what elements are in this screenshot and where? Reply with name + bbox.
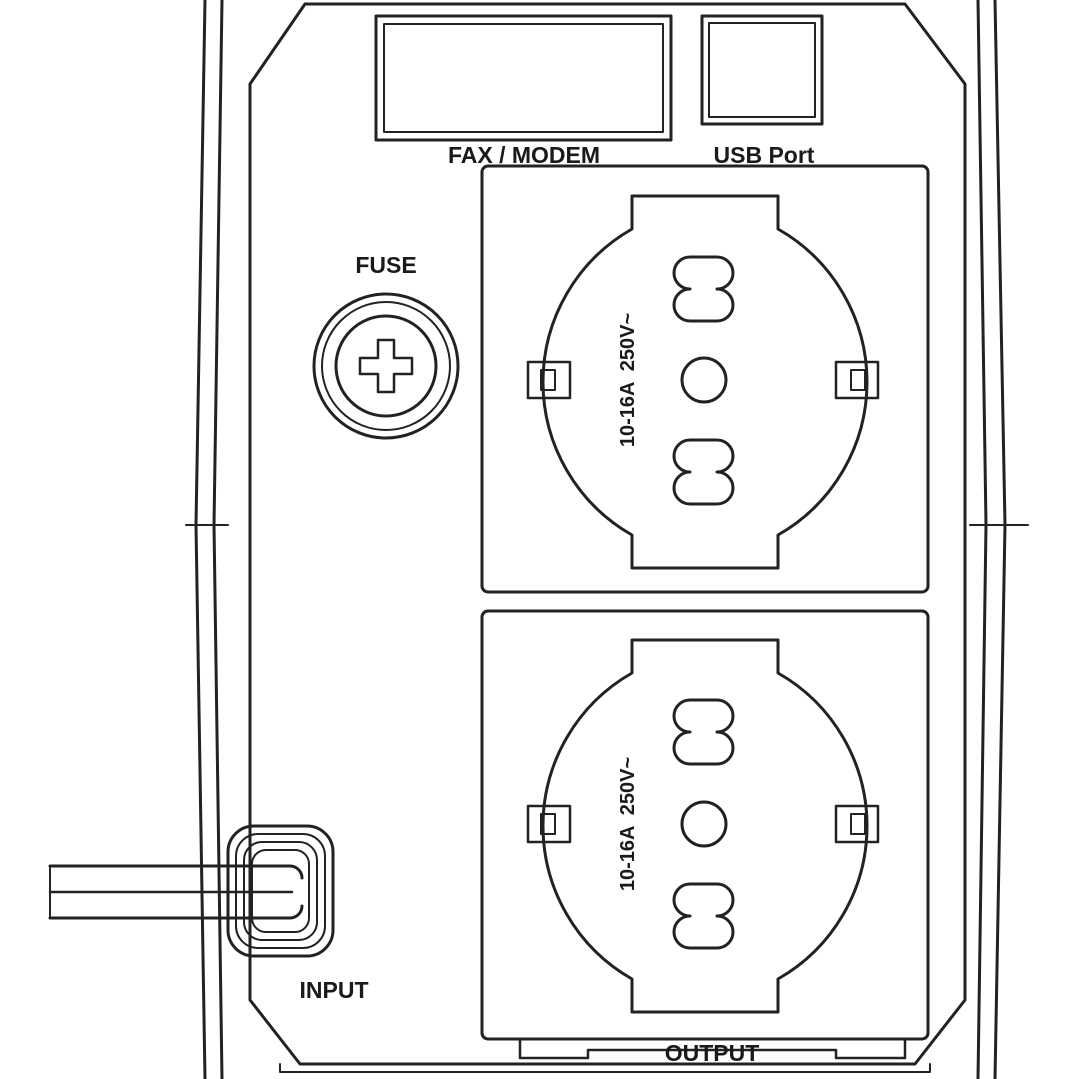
housing-outer-right [993,0,1007,1079]
input-power-cord [48,824,335,958]
output-outlet-1 [480,164,930,594]
outlet-2-center-hole [680,800,728,848]
output-outlet-2 [480,609,930,1041]
usb-port-label: USB Port [714,142,815,168]
fax-modem-label: FAX / MODEM [448,142,600,168]
outlet-2-frame [480,609,930,1041]
fuse-label: FUSE [355,252,416,278]
rear-panel-bottom-lip [279,1063,931,1073]
outlet-2-pin-slot-bottom [672,882,735,950]
outlet-1-center-hole [680,356,728,404]
fuse-cap [334,314,438,418]
outlet-1-socket [541,194,869,570]
outlet-1-clip-left [526,360,572,400]
fax-modem-port-inner [383,23,664,133]
outlet-1-clip-right-inner [850,369,866,391]
fuse-plus-icon [358,338,414,394]
outlet-2-clip-right-inner [850,813,866,835]
rear-panel-plate [248,2,967,1066]
cord-line-top [48,864,304,880]
fax-modem-port-outer [374,14,673,142]
outlet-1-clip-right [834,360,880,400]
outlet-1-rating: 10-16A 250V~ [617,313,639,447]
output-bottom-tab [518,1037,907,1060]
fuse-holder-ring [321,301,451,431]
input-label: INPUT [300,977,369,1003]
outlet-1-clip-left-inner [540,369,556,391]
outlet-1-frame [480,164,930,594]
outlet-1-pin-slot-top [672,255,735,323]
outlet-2-clip-left [526,804,572,844]
outlet-1-pin-slot-bottom [672,438,735,506]
cord-line-bottom [48,904,304,920]
outlet-2-clip-left-inner [540,813,556,835]
output-label: OUTPUT [665,1040,760,1066]
outlet-2-pin-slot-top [672,698,735,766]
fuse-holder-outer [312,292,460,440]
usb-port-outer [700,14,824,126]
housing-inner-right [976,0,988,1079]
usb-port-inner [708,22,816,118]
outlet-2-rating: 10-16A 250V~ [617,757,639,891]
outlet-2-clip-right [834,804,880,844]
outlet-2-socket [541,638,869,1014]
